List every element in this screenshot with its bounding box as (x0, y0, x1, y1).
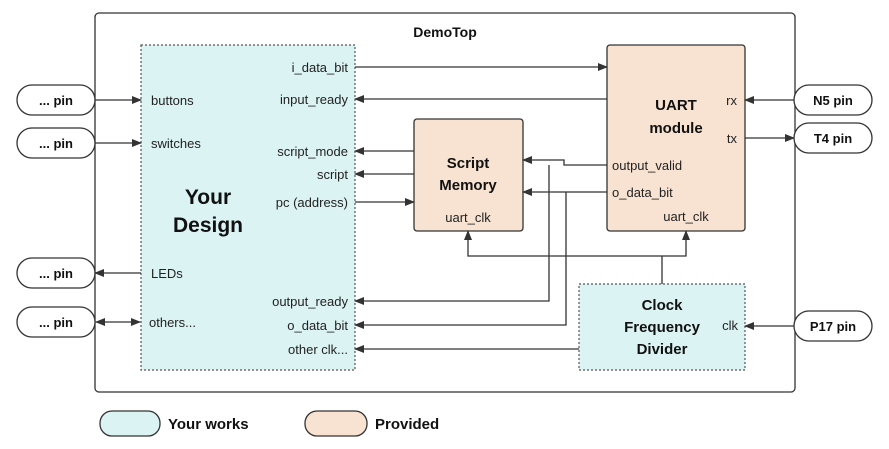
uart-port-rx: rx (726, 93, 737, 108)
port-input-ready: input_ready (280, 92, 348, 107)
port-output-ready: output_ready (272, 294, 348, 309)
pin-left-1-label: ... pin (39, 93, 73, 108)
script-memory-port-uart-clk: uart_clk (445, 210, 491, 225)
port-i-data-bit: i_data_bit (292, 60, 349, 75)
port-o-data-bit: o_data_bit (287, 318, 348, 333)
clock-divider-title-line1: Clock (642, 297, 684, 314)
wire-output-valid-to-memory (522, 156, 607, 166)
legend-provided-label: Provided (375, 416, 439, 433)
port-pc-address: pc (address) (276, 195, 348, 210)
script-memory-title-line1: Script (447, 155, 490, 172)
port-other-clk: other clk... (288, 342, 348, 357)
pin-left-2-label: ... pin (39, 136, 73, 151)
uart-port-tx: tx (727, 131, 738, 146)
wire-output-valid-to-output-ready (354, 165, 550, 305)
uart-port-uart-clk: uart_clk (663, 209, 709, 224)
pin-t4-label: T4 pin (814, 131, 852, 146)
legend-your-works-label: Your works (168, 416, 249, 433)
port-buttons: buttons (151, 93, 194, 108)
your-design-box (140, 44, 356, 371)
legend-your-works-swatch (99, 410, 161, 437)
pin-p17-label: P17 pin (810, 319, 856, 334)
clock-divider-title-line3: Divider (637, 341, 688, 358)
clock-divider-box (578, 283, 746, 371)
demotop-title: DemoTop (413, 24, 477, 40)
port-script: script (317, 167, 348, 182)
uart-title-line2: module (649, 120, 702, 137)
script-memory-title-line2: Memory (439, 177, 497, 194)
port-leds: LEDs (151, 266, 183, 281)
uart-box (606, 44, 746, 232)
pin-left-4-label: ... pin (39, 315, 73, 330)
port-others: others... (149, 315, 196, 330)
your-design-title-line2: Design (173, 214, 243, 237)
wire-uart-clk-to-uart (662, 230, 690, 257)
uart-port-output-valid: output_valid (612, 158, 682, 173)
clock-divider-title-line2: Frequency (624, 319, 701, 336)
uart-title-line1: UART (655, 97, 697, 114)
uart-port-o-data-bit: o_data_bit (612, 185, 673, 200)
pin-left-3-label: ... pin (39, 266, 73, 281)
pin-n5-label: N5 pin (813, 93, 853, 108)
port-switches: switches (151, 136, 201, 151)
legend-provided-swatch (304, 410, 368, 437)
port-script-mode: script_mode (277, 144, 348, 159)
wire-o-data-bit-to-design (354, 192, 567, 329)
wire-uart-clk-to-memory (464, 230, 662, 257)
clock-divider-port-clk: clk (722, 318, 738, 333)
your-design-title-line1: Your (185, 186, 231, 209)
